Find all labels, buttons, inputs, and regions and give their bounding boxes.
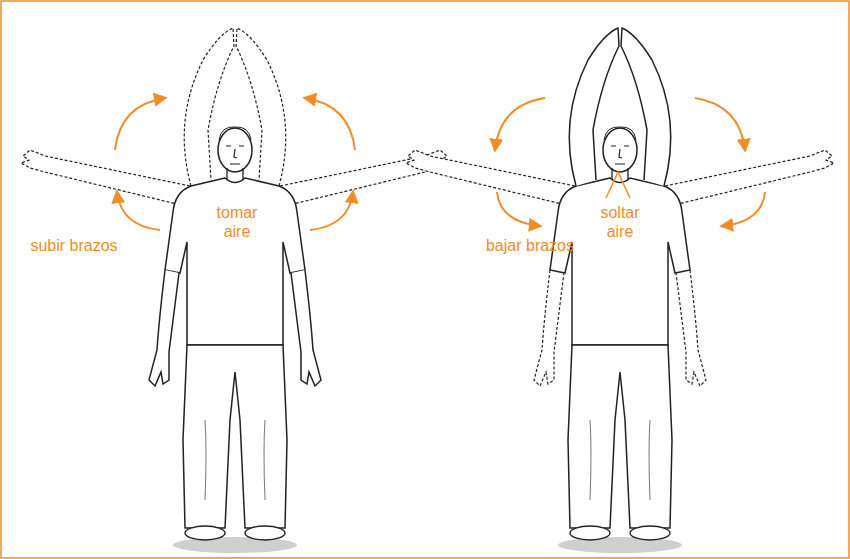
breath-leader: [606, 172, 630, 198]
motion-arrows: [115, 98, 765, 230]
arm-instruction: subir brazos: [30, 236, 117, 255]
breath-instruction: soltar aire: [591, 203, 649, 241]
arm-instruction: bajar brazos: [486, 236, 574, 255]
figure-inhale: [21, 28, 449, 553]
figure-exhale: [406, 28, 834, 553]
breath-instruction: tomar aire: [208, 203, 266, 241]
